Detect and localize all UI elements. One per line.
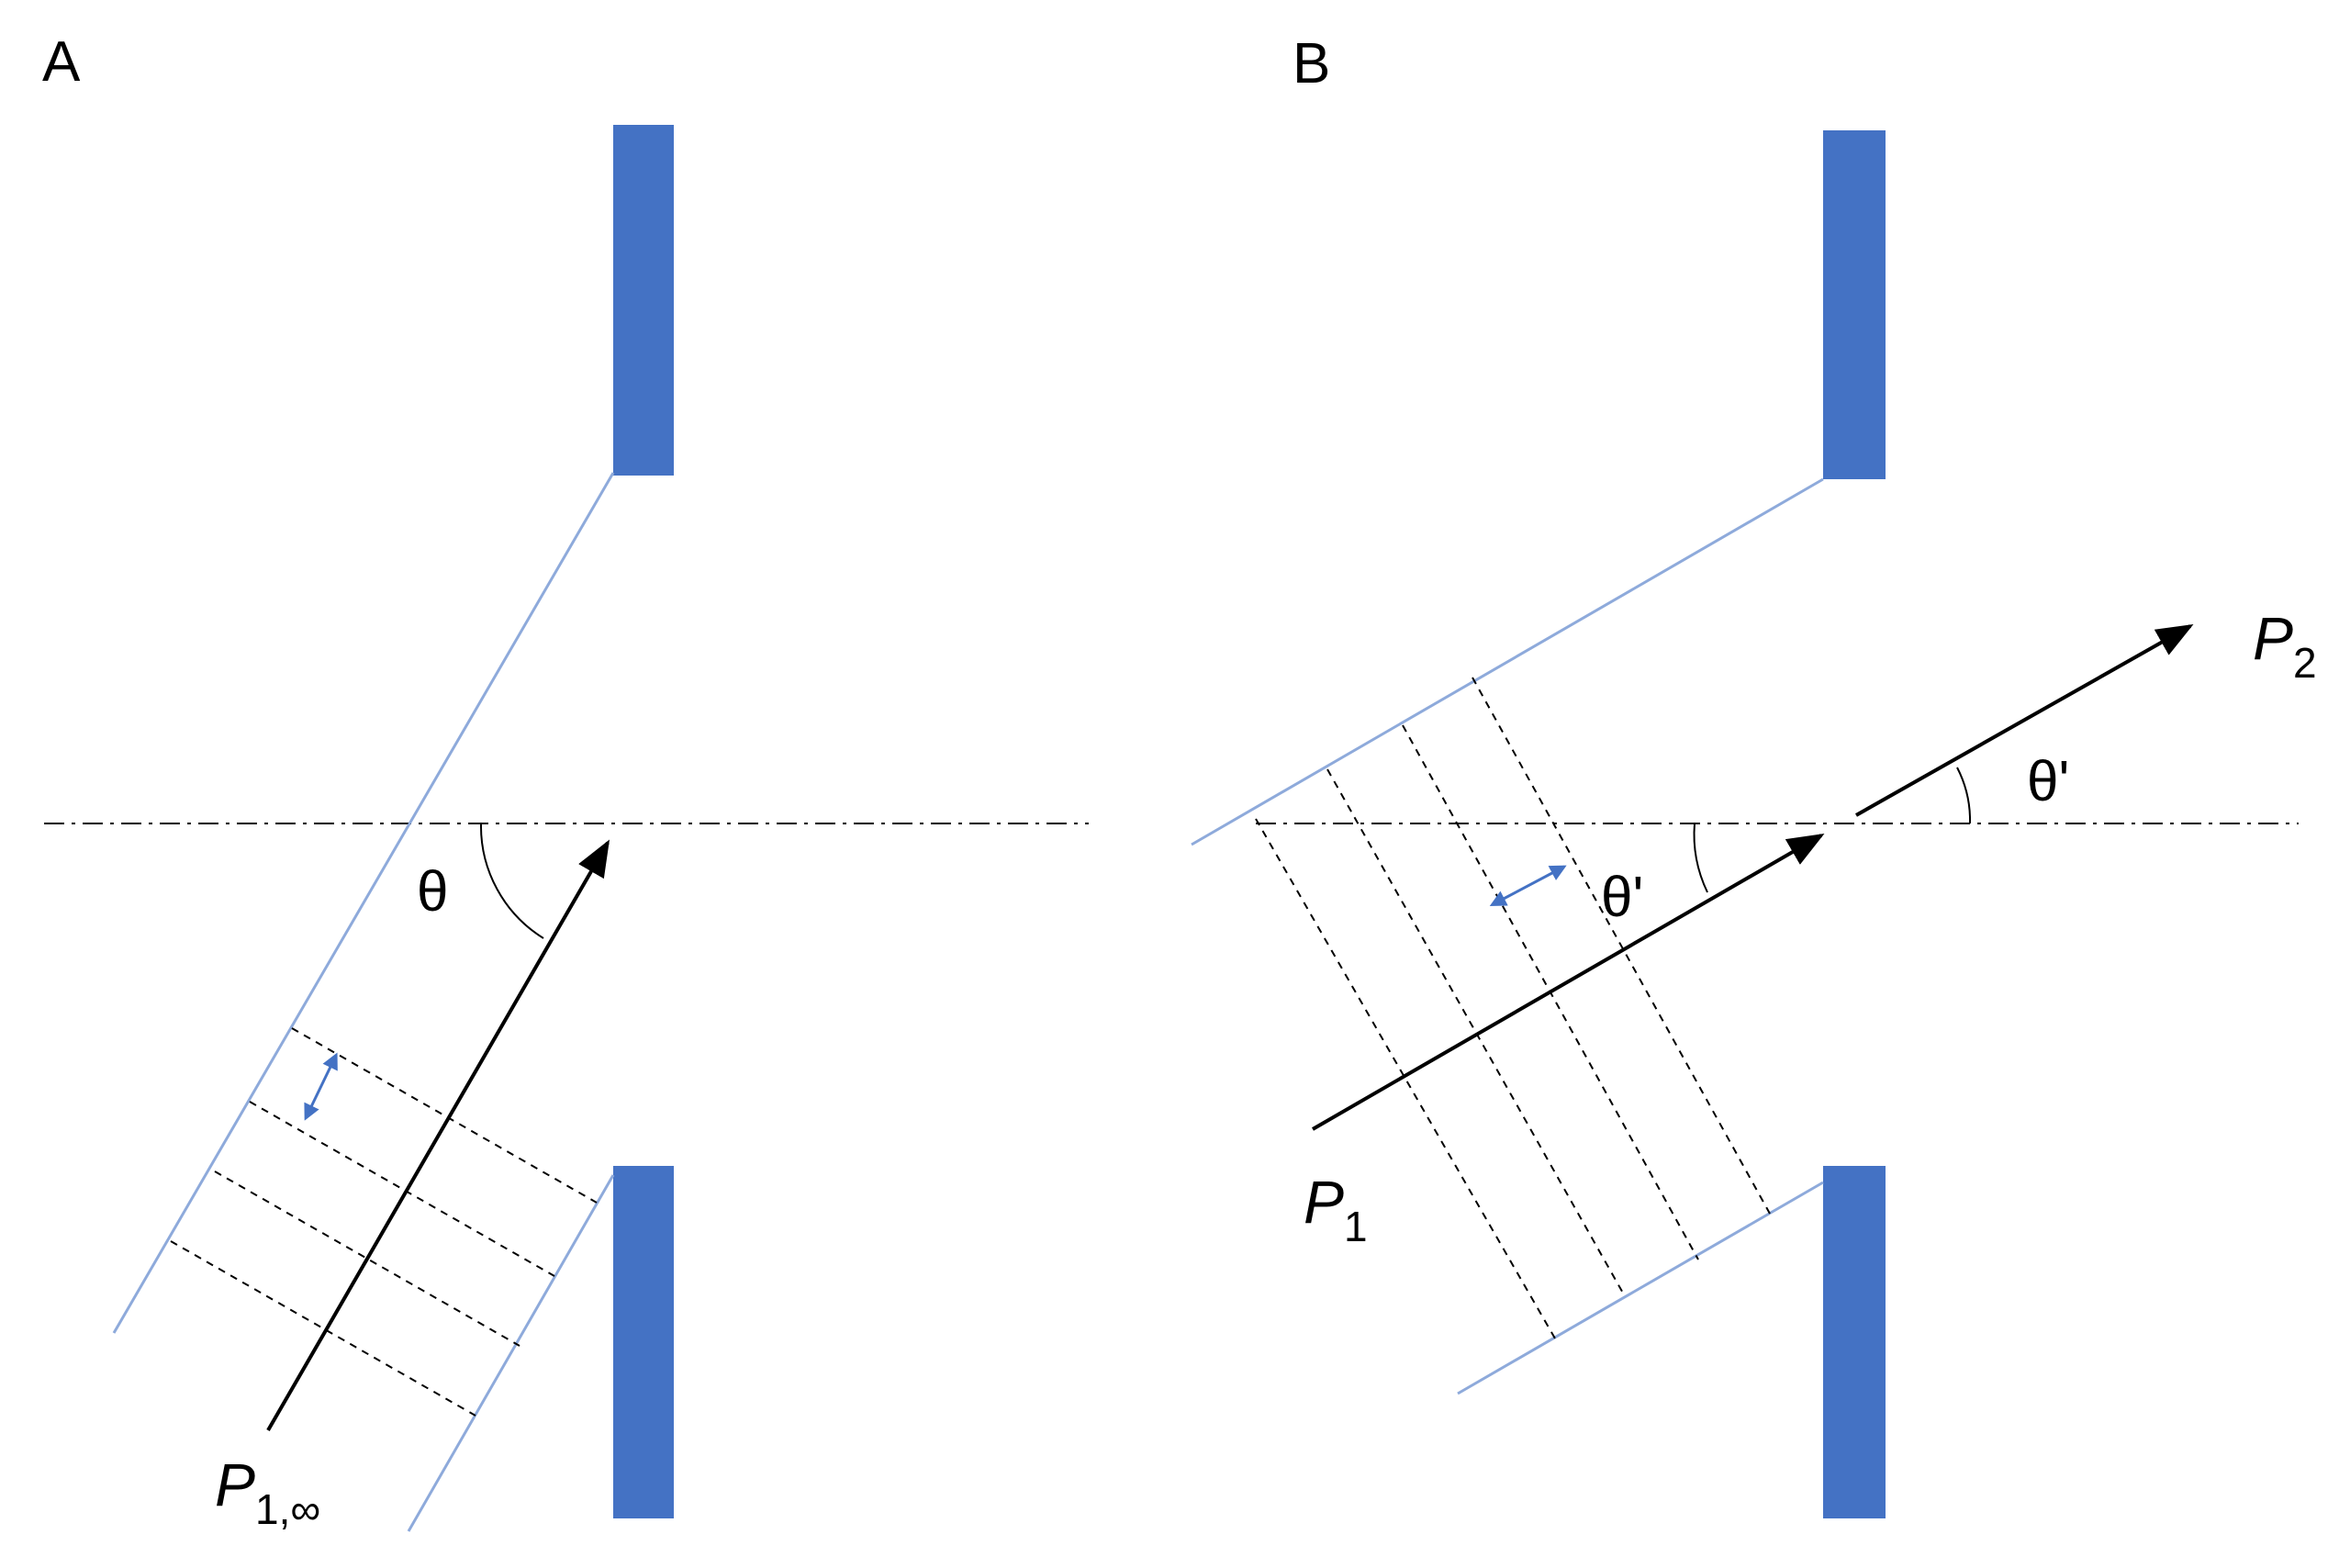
angle-arc-b-inner xyxy=(1693,823,1708,893)
slit-b-bottom xyxy=(1823,1166,1886,1518)
wavefront-b-3 xyxy=(1326,768,1626,1297)
panel-a-label: A xyxy=(42,30,81,94)
angle-arc-a xyxy=(479,823,544,939)
wavefronts-b xyxy=(1255,677,1771,1339)
momentum-in-symbol-b: P xyxy=(1304,1168,1344,1236)
momentum-in-subscript-b: 1 xyxy=(1344,1203,1368,1250)
slit-b-top xyxy=(1823,130,1886,479)
angle-label-b-inner: θ' xyxy=(1601,866,1643,929)
momentum-subscript-a: 1,∞ xyxy=(255,1485,320,1533)
momentum-label-a: P1,∞ xyxy=(215,1450,320,1533)
momentum-arrow-b-out xyxy=(1855,624,2194,817)
angle-label-b-outer: θ' xyxy=(2027,750,2069,813)
beam-boundary-b-upper xyxy=(1191,477,1824,846)
slit-a-bottom xyxy=(613,1166,674,1518)
beam-boundary-a-upper xyxy=(112,472,615,1334)
wavefront-a-3 xyxy=(214,1170,520,1347)
wavefront-a-4 xyxy=(170,1240,476,1417)
momentum-label-b-in: P1 xyxy=(1304,1168,1368,1250)
angle-arc-b-outer xyxy=(1956,767,1972,824)
wavefront-a-2 xyxy=(249,1101,555,1277)
momentum-out-subscript-b: 2 xyxy=(2293,639,2317,687)
wavefront-b-1 xyxy=(1472,677,1771,1215)
beam-boundary-b-lower xyxy=(1457,1181,1824,1395)
angle-label-a: θ xyxy=(417,860,448,924)
slit-a-top xyxy=(613,125,674,476)
wavefront-a-1 xyxy=(291,1027,598,1204)
momentum-out-symbol-b: P xyxy=(2253,604,2293,672)
wavelength-marker-a xyxy=(304,1052,338,1121)
panel-a: A θ P1,∞ xyxy=(42,30,1089,1533)
wavefront-b-4 xyxy=(1255,818,1556,1339)
momentum-symbol-a: P xyxy=(215,1450,255,1518)
momentum-label-b-out: P2 xyxy=(2253,604,2317,687)
wavefronts-a xyxy=(170,1027,598,1417)
wavelength-marker-b xyxy=(1489,865,1567,907)
panel-b-label: B xyxy=(1293,32,1330,95)
momentum-arrow-b-in xyxy=(1311,833,1825,1131)
panel-b: B θ' θ' P1 P2 xyxy=(1191,32,2317,1518)
momentum-arrow-a xyxy=(266,839,610,1432)
beam-boundary-a-lower xyxy=(407,1174,615,1532)
